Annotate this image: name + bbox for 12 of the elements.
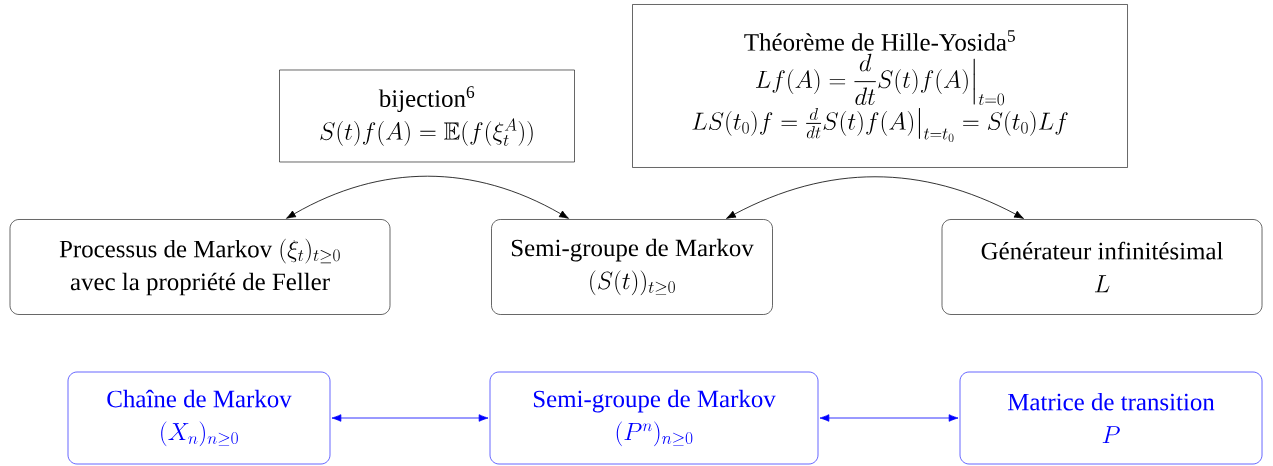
rounded-box: Semi-groupe de Markov $(P^n)_{n\geq 0}$: [489, 371, 819, 465]
rounded-box: Chaîne de Markov $(X_n)_{n\geq 0}$: [67, 371, 331, 465]
rounded-box: Matrice de transition $P$: [959, 371, 1263, 465]
double-arrow: [819, 414, 959, 422]
double-arrow: [726, 176, 1024, 219]
theorem-box: Théorème de Hille-Yosida$^{5}$ $Lf(A) = \frac{d}{dt}S(t)f(A)\Big|_{t=0}$ $LS(t_0)f = \frac{d}{dt}S(t)f(A)\big|_{t=t_0} = S(t_0)Lf$: [632, 4, 1128, 168]
rounded-box: Processus de Markov $(\xi_t)_{t\geq 0}$ avec la propriété de Feller: [9, 219, 391, 315]
double-arrow: [286, 175, 569, 219]
formula-box: bijection$^{6}$ $S(t)f(A) = \mathbb{E}(f(\xi_t^A))$: [279, 69, 575, 163]
rounded-box: Générateur infinitésimal $L$: [941, 219, 1263, 315]
rounded-box: Semi-groupe de Markov $(S(t))_{t\geq 0}$: [491, 219, 773, 315]
double-arrow: [331, 414, 489, 422]
